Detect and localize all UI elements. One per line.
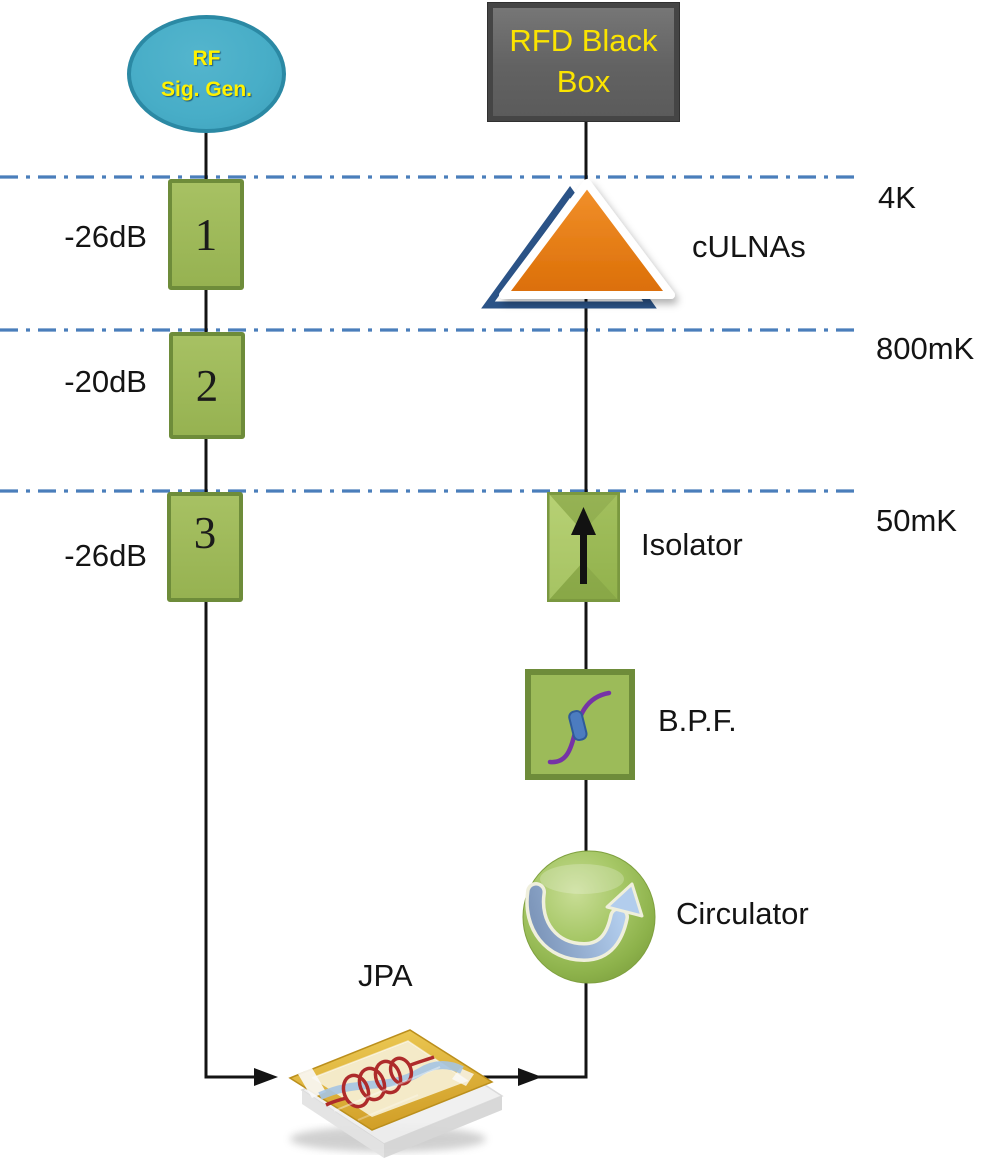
isolator-label: Isolator <box>641 527 743 562</box>
jpa-chip-icon <box>288 1029 504 1158</box>
attenuation-value-3: -26dB <box>64 538 147 573</box>
rf-signal-generator: RF Sig. Gen. <box>127 15 286 133</box>
rf-generator-label-line1: RF <box>192 46 221 70</box>
attenuation-value-1: -26dB <box>64 219 147 254</box>
jpa-coil <box>325 1055 435 1109</box>
circulator-curved-arrow <box>525 882 644 963</box>
attenuator-2: 2 <box>169 332 245 439</box>
attenuation-value-2: -20dB <box>64 364 147 399</box>
stage-label-800mk: 800mK <box>876 331 975 366</box>
stage-label-4k: 4K <box>878 180 916 215</box>
stage-label-50mk: 50mK <box>876 503 957 538</box>
arrow-into-jpa-icon <box>254 1068 278 1086</box>
bandpass-filter-icon <box>525 669 635 780</box>
jpa-gold-plate <box>288 1029 494 1131</box>
isolator-icon <box>547 492 620 602</box>
attenuator-3-number: 3 <box>193 508 217 558</box>
bpf-element <box>568 710 588 741</box>
attenuator-1: 1 <box>168 179 244 290</box>
attenuator-2-number: 2 <box>195 360 219 411</box>
isolator-up-arrow <box>571 507 596 584</box>
attenuator-1-number: 1 <box>194 209 218 260</box>
jpa-transmission-line <box>318 1061 464 1100</box>
jpa-label: JPA <box>358 958 413 993</box>
bpf-label: B.P.F. <box>658 703 737 738</box>
amplifier-triangle-icon <box>481 179 675 309</box>
rfd-black-box-label: RFD Black Box <box>509 23 658 99</box>
rf-generator-label-line2: Sig. Gen. <box>160 78 252 101</box>
amplifier-orange-triangle <box>499 179 675 299</box>
attenuator-3: 3 <box>167 492 243 602</box>
rfd-black-box: RFD Black Box <box>487 2 680 122</box>
circulator-label: Circulator <box>676 896 809 931</box>
circulator-icon <box>522 850 656 984</box>
signal-path <box>204 118 588 1079</box>
arrow-out-of-jpa-icon <box>518 1068 542 1086</box>
amplifier-label: cULNAs <box>692 229 806 264</box>
